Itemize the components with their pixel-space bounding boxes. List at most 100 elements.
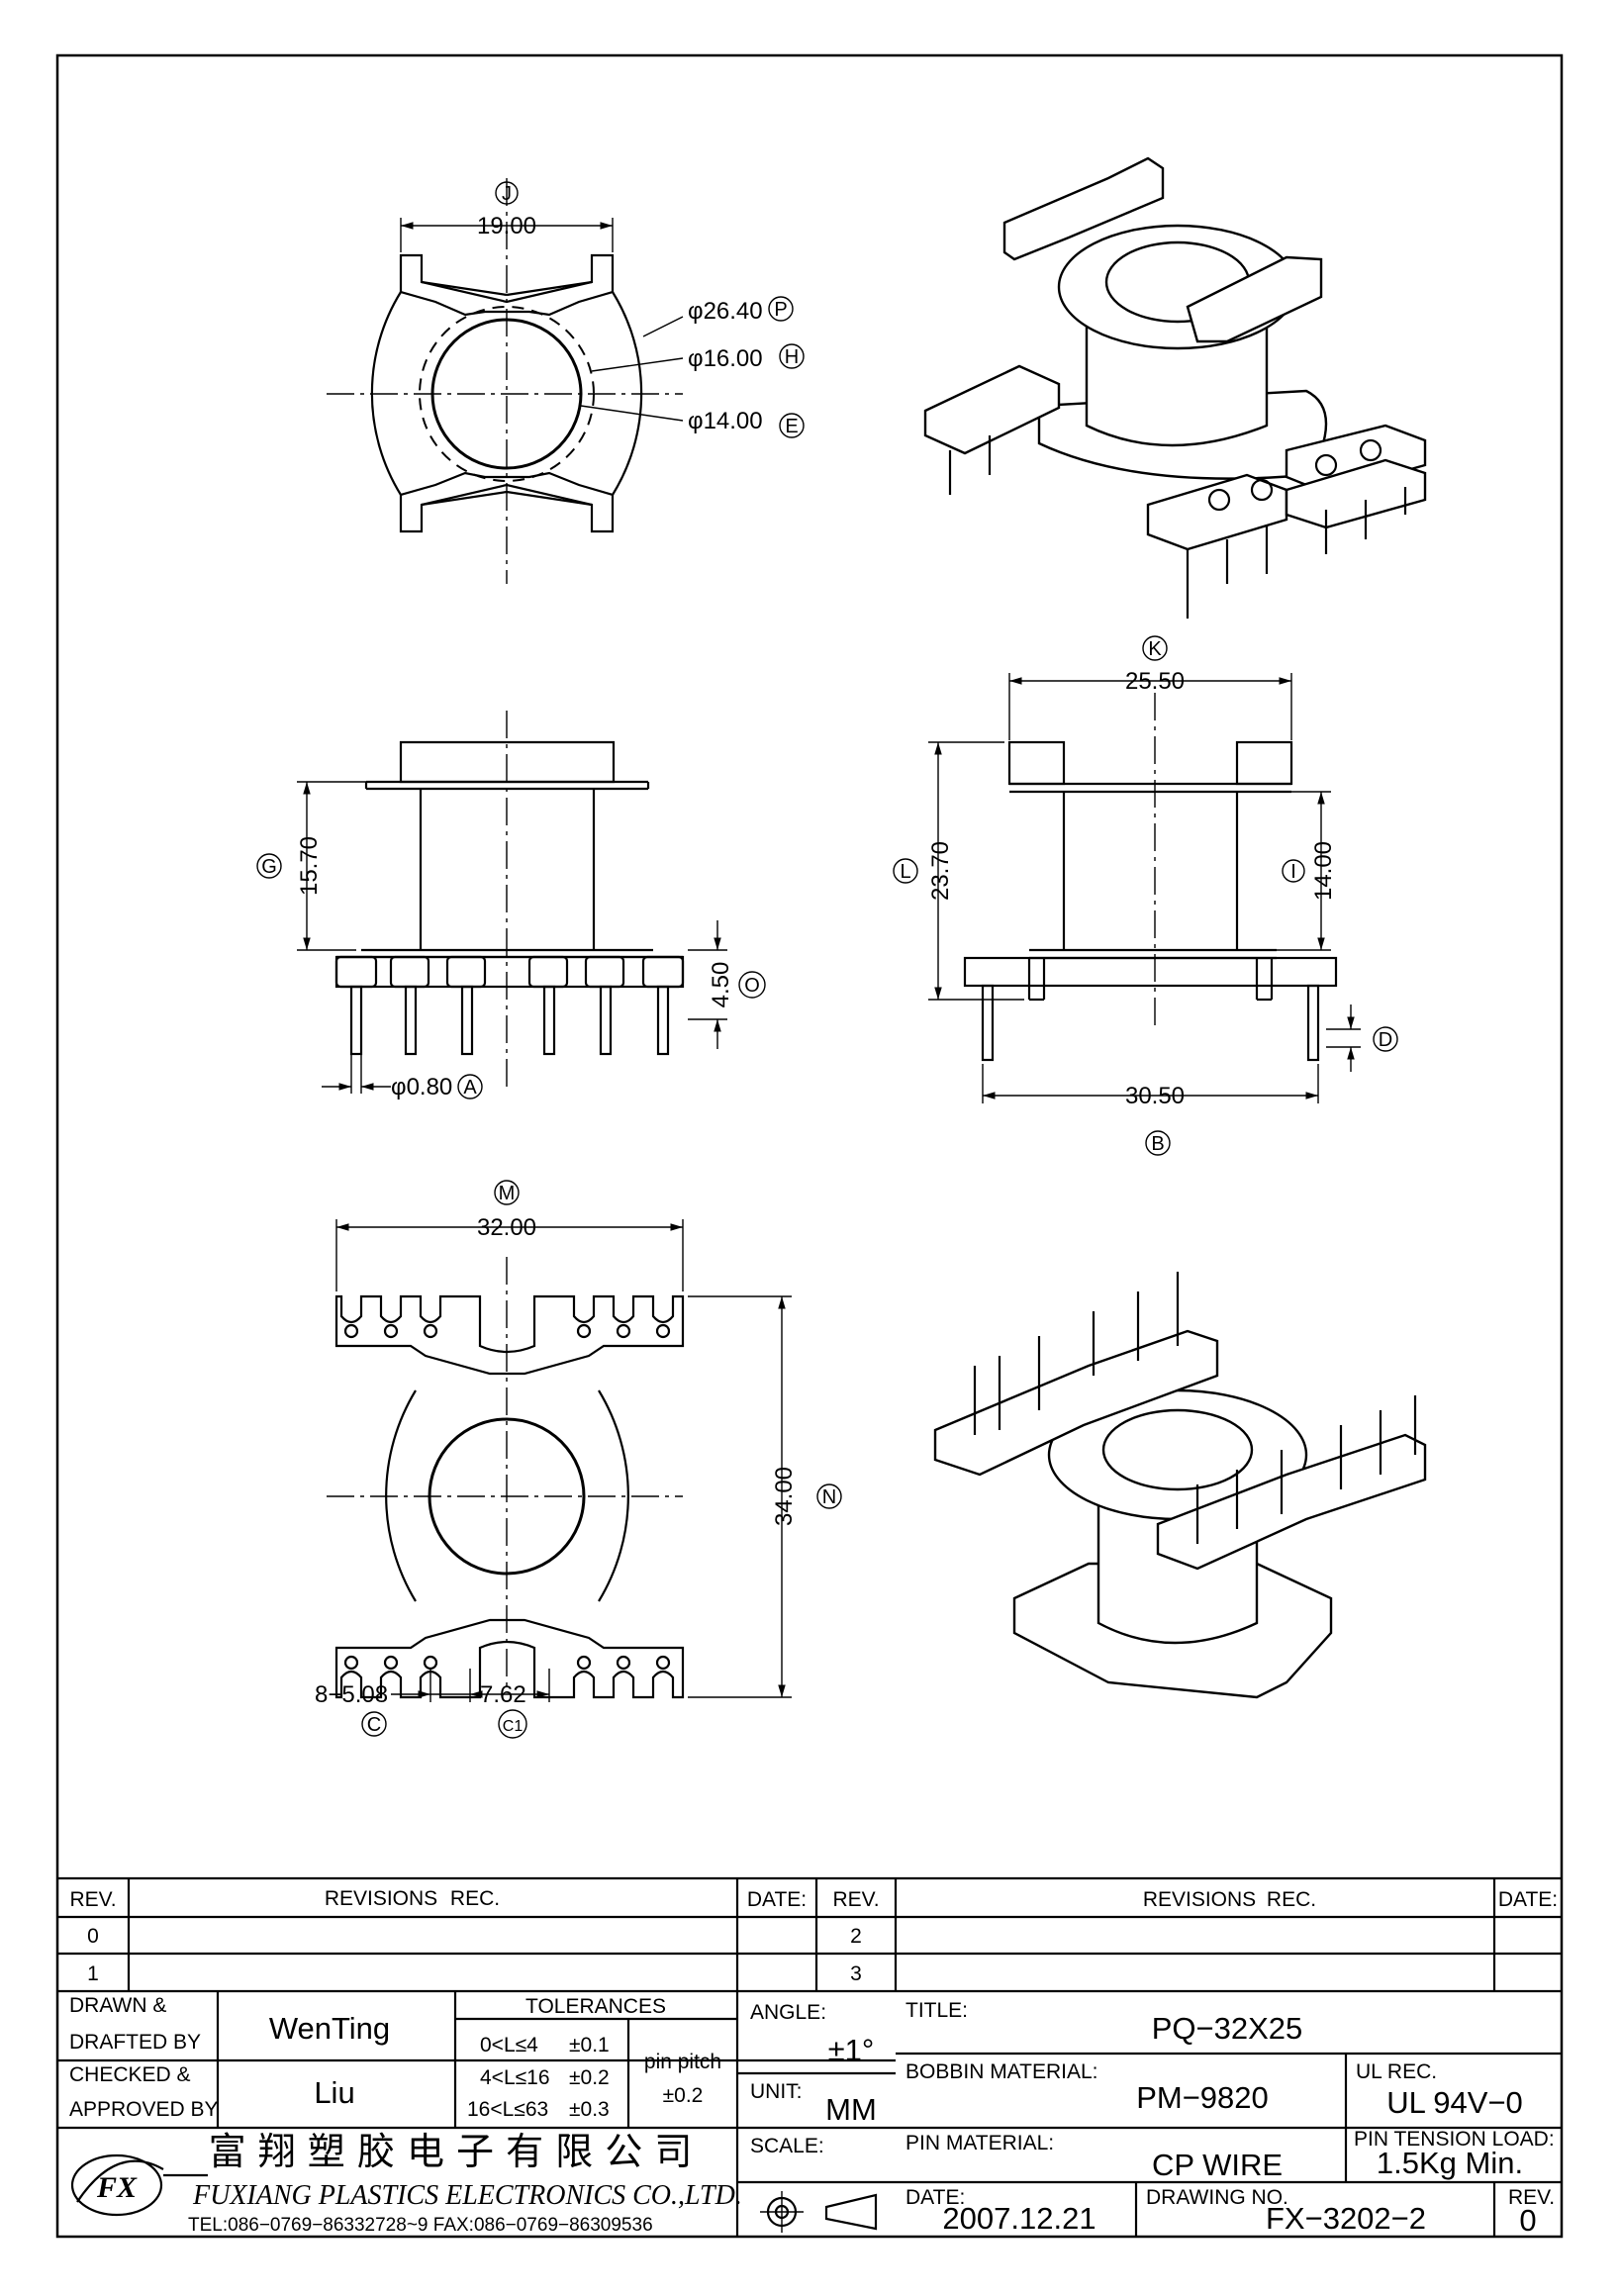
dim-15-70: 15.70 [296,836,323,896]
bottom-view: 32.00 M 34.00 N 8−5.08 7.62 C C1 [315,1180,842,1739]
tag-j: J [502,183,512,205]
tag-k: K [1148,638,1162,660]
ul-label: UL REC. [1356,2060,1437,2083]
dim-14: φ14.00 [688,408,763,434]
tag-m: M [499,1183,516,1204]
dim-25-50: 25.50 [1125,668,1185,695]
title-block: DRAWN & DRAFTED BY WenTing CHECKED & APP… [57,1991,1562,2238]
rev-row-0: 0 [87,1925,99,1948]
rec-header-2: REC. [1267,1888,1316,1911]
rev-header: REV. [69,1888,116,1911]
tag-o: O [744,975,760,997]
iso-bottom-pins [973,1272,1417,1544]
bobbin-val: PM−9820 [1136,2080,1269,2115]
front-view-pins [349,985,670,1056]
front-view: 15.70 G 4.50 O φ0.80 A [256,711,766,1100]
drawn-by: WenTing [269,2011,390,2046]
pin-pitch-label: pin pitch [644,2051,721,2073]
bobbin-label: BOBBIN MATERIAL: [905,2060,1098,2083]
dim-30-50: 30.50 [1125,1083,1185,1109]
drawing-no-label: DRAWING NO. [1146,2186,1288,2209]
projection-symbol [760,2191,878,2233]
company-name-en: FUXIANG PLASTICS ELECTRONICS CO.,LTD. [192,2180,742,2211]
tol-1-val: ±0.1 [569,2034,610,2057]
sheet-border [55,53,1564,2239]
tag-p: P [774,299,787,321]
isometric-view-top [923,156,1427,619]
pin-material-val: CP WIRE [1152,2148,1283,2182]
tag-l: L [900,861,910,883]
rev-header-2: REV. [832,1888,879,1911]
tension-label: PIN TENSION LOAD: [1354,2128,1555,2151]
dim-14-00: 14.00 [1310,841,1337,901]
top-view: 19.00 J φ26.40 P φ16.00 H φ14.00 E [327,178,805,584]
rec-header: REC. [450,1887,500,1910]
tag-e: E [785,416,798,437]
unit-label: UNIT: [750,2080,803,2103]
tag-h: H [785,346,799,368]
dim-7-62: 7.62 [480,1681,526,1708]
tag-i: I [1290,861,1296,883]
revisions-table: REV. REVISIONS REC. DATE: REV. REVISIONS… [57,1876,1562,1993]
unit-val: MM [825,2092,877,2127]
tag-d: D [1379,1029,1392,1051]
drawn-label-1: DRAWN & [69,1994,166,2017]
rev-label: REV. [1508,2186,1555,2209]
checked-label-2: APPROVED BY [69,2098,219,2121]
ul-val: UL 94V−0 [1386,2085,1523,2120]
date-header: DATE: [747,1888,807,1911]
checked-label-1: CHECKED & [69,2063,191,2086]
title-val: PQ−32X25 [1152,2011,1303,2046]
date-label: DATE: [905,2186,965,2209]
company-logo: FX [70,2153,164,2217]
dim-32: 32.00 [477,1214,536,1241]
tag-n: N [822,1486,836,1508]
company-contact: TEL:086−0769−86332728~9 FAX:086−0769−863… [188,2215,653,2236]
bottom-view-pin-holes [343,1323,671,1671]
logo-text: FX [96,2171,138,2204]
dim-8-508: 8−5.08 [315,1681,388,1708]
company-name-cn: 富 翔 塑 胶 电 子 有 限 公 司 [209,2130,693,2173]
scale-label: SCALE: [750,2135,824,2157]
tol-1-range: 0<L≤4 [480,2034,538,2057]
tag-c: C [367,1714,381,1736]
angle-val: ±1° [828,2033,875,2067]
title-label: TITLE: [905,1999,968,2022]
tension-val: 1.5Kg Min. [1377,2146,1523,2180]
tol-2-range: 4<L≤16 [480,2066,550,2089]
tag-c1: C1 [503,1718,524,1735]
rev-row-1: 1 [87,1962,99,1985]
angle-label: ANGLE: [750,2001,826,2024]
side-view: 25.50 K 23.70 L 14.00 I D 30.50 B [893,635,1398,1156]
tag-a: A [463,1077,477,1099]
pin-pitch-val: ±0.2 [663,2084,704,2107]
tol-3-val: ±0.3 [569,2098,610,2121]
tag-b: B [1151,1133,1164,1155]
tol-3-range: 16<L≤63 [467,2098,548,2121]
front-view-pin-blocks [334,955,685,989]
isometric-view-bottom [933,1272,1427,1699]
rev-row-2: 2 [850,1925,862,1948]
dim-26-40: φ26.40 [688,298,763,325]
dim-4-50: 4.50 [708,962,734,1008]
dim-23-70: 23.70 [927,841,954,901]
tag-g: G [261,856,277,878]
date-val: 2007.12.21 [942,2201,1096,2236]
revisions-header: REVISIONS [325,1887,437,1910]
rev-row-3: 3 [850,1962,862,1985]
checked-by: Liu [314,2075,354,2110]
rev-val: 0 [1519,2203,1536,2238]
drawing-no-val: FX−3202−2 [1266,2201,1426,2236]
dim-19: 19.00 [477,213,536,239]
dim-34: 34.00 [771,1467,798,1526]
drawn-label-2: DRAFTED BY [69,2031,201,2054]
tol-2-val: ±0.2 [569,2066,610,2089]
date-header-2: DATE: [1498,1888,1558,1911]
tolerances-title: TOLERANCES [525,1995,666,2018]
pin-material-label: PIN MATERIAL: [905,2132,1054,2154]
dim-16: φ16.00 [688,345,763,372]
dim-0-80: φ0.80 [391,1074,452,1100]
revisions-header-2: REVISIONS [1143,1888,1256,1911]
